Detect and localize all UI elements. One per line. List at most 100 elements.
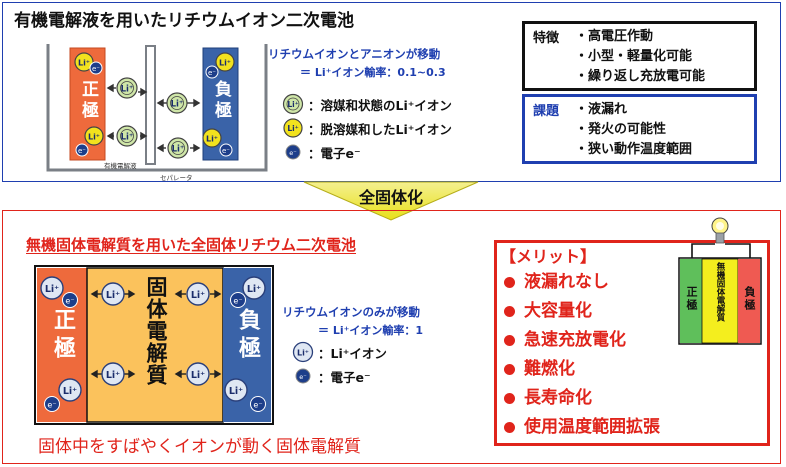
issue-item: ・液漏れ <box>575 102 628 117</box>
bottom-electrons: e⁻ e⁻ e⁻ e⁻ <box>44 292 266 412</box>
top-negative-label: 負極 <box>211 80 231 122</box>
transition-arrow <box>303 181 479 221</box>
merit-item: 大容量化 <box>504 297 660 326</box>
legend-row: Li⁺ ：Li⁺イオン <box>292 340 472 364</box>
electron-icon: e⁻ <box>295 368 311 384</box>
svg-text:Li⁺: Li⁺ <box>45 284 59 295</box>
legend-row: e⁻ ：電子e⁻ <box>282 140 512 164</box>
merit-item: 急速充放電化 <box>504 326 660 355</box>
feature-item: ・小型・軽量化可能 <box>575 49 693 64</box>
svg-text:Li⁺: Li⁺ <box>229 386 243 397</box>
mini-cell-diagram <box>678 217 762 345</box>
merit-item: 長寿命化 <box>504 384 660 413</box>
transition-label: 全固体化 <box>358 188 423 207</box>
legend-row: Li⁺ ：溶媒和状態のLi⁺イオン <box>282 92 512 116</box>
merit-item: 難燃化 <box>504 355 660 384</box>
svg-text:e⁻: e⁻ <box>222 147 230 155</box>
mini-negative <box>738 259 760 343</box>
top-legend: Li⁺ ：溶媒和状態のLi⁺イオン Li⁺ ：脱溶媒和したLi⁺イオン e⁻ ：… <box>282 92 512 164</box>
merit-item: 液漏れなし <box>504 268 660 297</box>
svg-text:e⁻: e⁻ <box>47 401 56 410</box>
electron-icon: e⁻ <box>285 144 301 160</box>
solid-electrolyte-label: 固体電解質 <box>144 276 168 386</box>
legend-row: Li⁺ ：脱溶媒和したLi⁺イオン <box>282 116 512 140</box>
mini-negative-label: 負極 <box>743 286 756 312</box>
issue-item: ・発火の可能性 <box>575 122 667 137</box>
features-box: 特徴 ・高電圧作動 ・小型・軽量化可能 ・繰り返し充放電可能 <box>522 21 757 91</box>
bottom-move-line1: リチウムイオンのみが移動 <box>282 305 420 319</box>
legend-text: ：電子e⁻ <box>318 369 371 385</box>
merit-item: 使用温度範囲拡張 <box>504 413 660 442</box>
features-list: ・高電圧作動 ・小型・軽量化可能 ・繰り返し充放電可能 <box>575 27 705 87</box>
issues-label: 課題 <box>533 104 560 119</box>
svg-text:Li⁺: Li⁺ <box>297 349 309 358</box>
feature-item: ・高電圧作動 <box>575 29 654 44</box>
mini-positive-label: 正極 <box>685 286 698 312</box>
bottom-title: 無機固体電解質を用いた全固体リチウム二次電池 <box>26 236 357 254</box>
merit-list: 液漏れなし 大容量化 急速充放電化 難燃化 長寿命化 使用温度範囲拡張 <box>504 268 660 442</box>
svg-text:Li⁺: Li⁺ <box>106 370 120 381</box>
top-title: 有機電解液を用いたリチウムイオン二次電池 <box>14 11 354 31</box>
bottom-positive-label: 正極 <box>50 308 75 364</box>
bullet-icon <box>504 393 515 404</box>
separator-label: セパレータ <box>160 174 193 182</box>
bullet-icon <box>504 335 515 346</box>
svg-text:Li⁺: Li⁺ <box>287 124 298 133</box>
svg-text:Li⁺: Li⁺ <box>63 386 77 397</box>
separator <box>145 45 156 165</box>
issues-box: 課題 ・液漏れ ・発火の可能性 ・狭い動作温度範囲 <box>522 94 757 164</box>
feature-item: ・繰り返し充放電可能 <box>575 69 706 84</box>
svg-text:e⁻: e⁻ <box>65 297 74 306</box>
svg-text:e⁻: e⁻ <box>208 69 216 77</box>
merit-title: 【メリット】 <box>500 247 597 266</box>
bottom-caption: 固体中をすばやくイオンが動く固体電解質 <box>38 437 361 457</box>
mini-positive <box>680 259 702 343</box>
svg-text:Li⁺: Li⁺ <box>121 85 134 95</box>
svg-text:e⁻: e⁻ <box>289 149 296 157</box>
top-battery-diagram: Li⁺ Li⁺ Li⁺ Li⁺ Li⁺ Li⁺ Li⁺ Li⁺ e⁻ e⁻ e⁻… <box>46 44 268 172</box>
svg-text:Li⁺: Li⁺ <box>121 133 134 143</box>
desolvated-ion-icon: Li⁺ <box>283 118 303 138</box>
svg-text:e⁻: e⁻ <box>253 401 262 410</box>
legend-text: ：電子e⁻ <box>308 145 361 161</box>
svg-text:Li⁺: Li⁺ <box>88 133 100 142</box>
svg-text:Li⁺: Li⁺ <box>247 284 261 295</box>
bullet-icon <box>504 277 515 288</box>
svg-text:Li⁺: Li⁺ <box>172 145 185 155</box>
svg-text:Li⁺: Li⁺ <box>191 290 205 301</box>
svg-text:e⁻: e⁻ <box>92 65 100 73</box>
svg-text:Li⁺: Li⁺ <box>219 59 231 68</box>
top-electrons: e⁻ e⁻ e⁻ e⁻ <box>75 61 233 157</box>
top-positive-label: 正極 <box>78 80 98 122</box>
legend-text: ：脱溶媒和したLi⁺イオン <box>308 121 452 137</box>
bullet-icon <box>504 364 515 375</box>
bullet-icon <box>504 422 515 433</box>
bottom-electrode-ions: Li⁺ Li⁺ Li⁺ Li⁺ <box>40 276 266 402</box>
issues-list: ・液漏れ ・発火の可能性 ・狭い動作温度範囲 <box>575 100 692 160</box>
li-ion-icon: Li⁺ <box>292 341 314 363</box>
svg-text:e⁻: e⁻ <box>299 373 306 381</box>
solvated-ion-icon: Li⁺ <box>282 93 304 115</box>
mini-electrolyte-label: 無機固体電解質 <box>715 262 725 322</box>
legend-text: ：Li⁺イオン <box>318 345 387 361</box>
issue-item: ・狭い動作温度範囲 <box>575 142 693 157</box>
electrolyte-container <box>46 44 268 172</box>
svg-text:e⁻: e⁻ <box>233 297 242 306</box>
svg-text:Li⁺: Li⁺ <box>206 135 218 144</box>
bottom-battery-diagram: Li⁺ Li⁺ Li⁺ Li⁺ Li⁺ Li⁺ Li⁺ Li⁺ e⁻ e⁻ e⁻… <box>34 265 274 425</box>
bottom-negative-label: 負極 <box>235 308 260 364</box>
top-move-line1: リチウムイオンとアニオンが移動 <box>268 47 441 61</box>
svg-text:Li⁺: Li⁺ <box>171 100 184 110</box>
bullet-icon <box>504 306 515 317</box>
bottom-legend: Li⁺ ：Li⁺イオン e⁻ ：電子e⁻ <box>292 340 472 388</box>
top-desolvated-ions: Li⁺ Li⁺ Li⁺ Li⁺ <box>74 52 235 148</box>
light-bulb-icon <box>711 217 729 244</box>
bottom-move-line2: ＝ Li⁺イオン輸率：1 <box>318 324 424 337</box>
bottom-electrolyte-ions: Li⁺ Li⁺ Li⁺ Li⁺ <box>101 282 210 386</box>
bottom-panel <box>2 210 781 464</box>
svg-text:Li⁺: Li⁺ <box>106 290 120 301</box>
legend-row: e⁻ ：電子e⁻ <box>292 364 472 388</box>
top-solvated-ions: Li⁺ Li⁺ Li⁺ Li⁺ <box>116 77 189 159</box>
legend-text: ：溶媒和状態のLi⁺イオン <box>308 97 452 113</box>
top-move-line2: ＝ Li⁺イオン輸率：0.1~0.3 <box>300 66 446 79</box>
